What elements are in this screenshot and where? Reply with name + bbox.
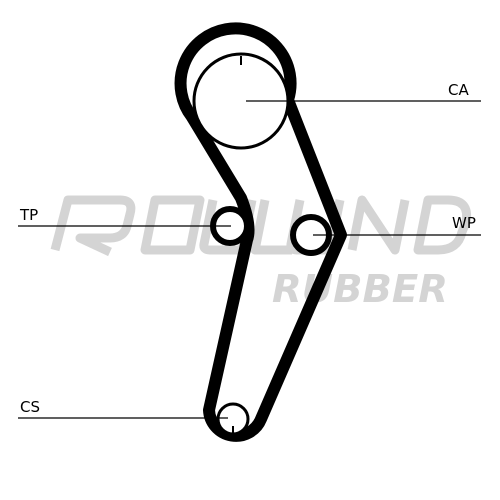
- leader-lines: [18, 100, 481, 419]
- water-pump-label: WP: [452, 214, 476, 232]
- watermark-brand-text: RUBBER: [272, 267, 448, 311]
- crankshaft-pulley: [216, 402, 250, 436]
- camshaft-label: CA: [448, 81, 469, 99]
- tensioner-pulley-label: TP: [19, 206, 38, 224]
- crankshaft-label: CS: [20, 398, 40, 416]
- watermark-logo: RUBBER: [50, 195, 472, 311]
- watermark-brand-outline: [50, 195, 472, 257]
